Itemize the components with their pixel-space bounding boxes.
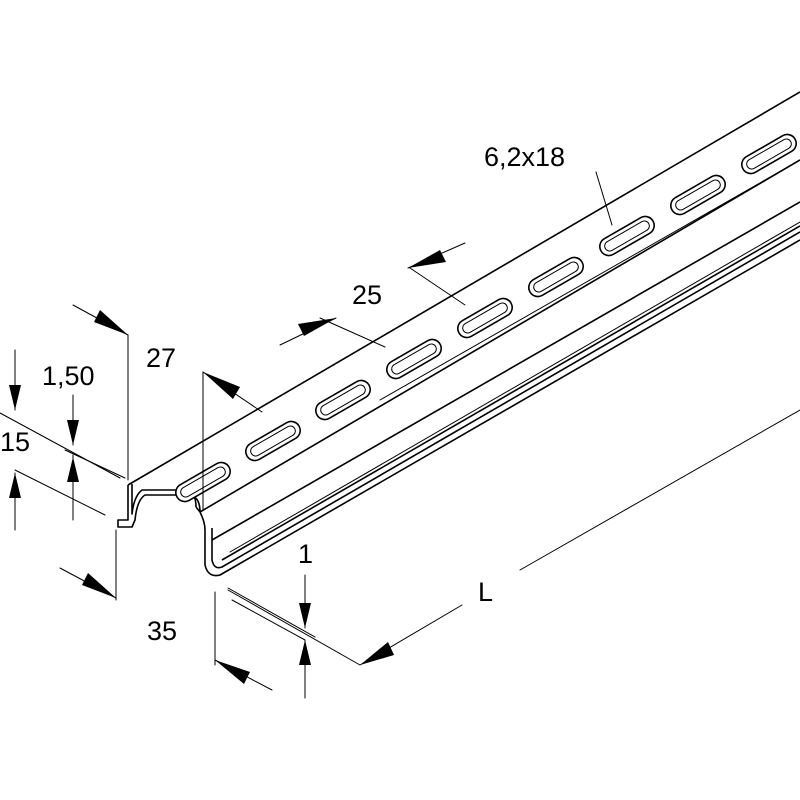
dim-width-arrow-left [82, 573, 116, 598]
dim-pitch-arrow-right [408, 250, 446, 268]
dim-height-label: 27 [146, 343, 176, 373]
dim-length: L [227, 409, 800, 666]
rail-front-wall-inner [211, 231, 800, 569]
dim-height-arrow-left [94, 310, 128, 335]
slot [741, 133, 797, 175]
rail-front-wall [204, 239, 800, 577]
dim-width-arrow-right [215, 660, 250, 684]
rail-bottom-flange-3 [229, 221, 800, 553]
rail-end-profile-inner [131, 484, 197, 515]
dim-flange-height-arrow-bottom [9, 473, 21, 498]
rail-profile [117, 91, 800, 577]
rail-end-top [127, 477, 141, 486]
rail-bottom-flange-2 [221, 225, 800, 561]
slot [599, 215, 655, 257]
slot [670, 174, 726, 216]
slot [386, 338, 442, 380]
dim-flange-thickness-label: 1,50 [42, 361, 95, 391]
dim-flange-height-label: 15 [0, 427, 30, 457]
dim-thickness: 1 [227, 539, 316, 699]
rail-bottom-flange-1 [211, 201, 800, 541]
rail-top-back-edge [139, 91, 800, 479]
slots [175, 133, 797, 503]
rail-end-profile [117, 485, 201, 528]
dim-thickness-arrow-top [299, 603, 311, 628]
dim-pitch: 25 [279, 242, 466, 348]
slot [528, 256, 584, 298]
dim-slot-size: 6,2x18 [484, 142, 613, 226]
dim-flange-thickness: 1,50 [42, 361, 126, 521]
rail-end-right [195, 506, 201, 513]
slot [315, 379, 371, 421]
rail-flange-shadow [379, 159, 800, 401]
slot [457, 297, 513, 339]
dim-slot-size-label: 6,2x18 [484, 142, 565, 172]
dim-flange-thickness-arrow-bottom [67, 457, 79, 482]
dim-pitch-label: 25 [352, 280, 382, 310]
dim-thickness-label: 1 [298, 539, 313, 569]
dim-length-arrow [360, 642, 394, 665]
dim-flange-thickness-arrow-top [67, 420, 79, 445]
dim-width-label: 35 [147, 616, 177, 646]
dim-thickness-arrow-bottom [299, 640, 311, 665]
rail-top-front-edge [199, 159, 800, 513]
dim-height-arrow-right [203, 372, 240, 399]
dim-flange-height-arrow-top [9, 385, 21, 410]
dim-flange-height: 15 [0, 349, 121, 531]
dim-height: 27 [72, 304, 263, 511]
dim-pitch-arrow-left [298, 318, 336, 336]
dim-width: 35 [59, 529, 273, 691]
slot [245, 420, 301, 462]
rail-front-bend-upper [199, 511, 206, 531]
dim-length-label: L [478, 577, 493, 607]
